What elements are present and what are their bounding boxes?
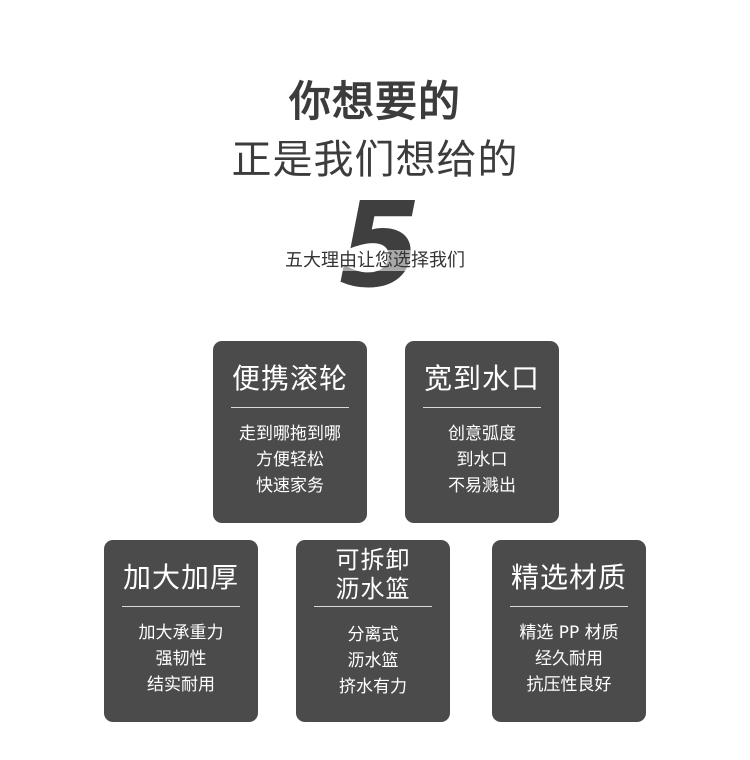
card-line: 加大承重力: [138, 623, 224, 643]
headline-secondary: 正是我们想给的: [231, 137, 519, 183]
feature-card-wheels: 便携滚轮 走到哪拖到哪 方便轻松 快速家务: [213, 341, 367, 523]
card-body: 走到哪拖到哪 方便轻松 快速家务: [213, 421, 367, 499]
card-line: 走到哪拖到哪: [239, 424, 341, 444]
card-title-line: 沥水篮: [335, 575, 411, 603]
card-line: 结实耐用: [147, 675, 215, 695]
card-divider: [122, 606, 240, 607]
headline-primary: 你想要的: [288, 77, 461, 126]
card-divider: [231, 407, 349, 408]
card-line: 挤水有力: [339, 677, 407, 697]
card-line: 经久耐用: [535, 649, 603, 669]
card-title: 精选材质: [510, 561, 627, 594]
card-line: 强韧性: [155, 649, 207, 669]
reason-caption-text: 五大理由让您选择我们: [283, 250, 467, 271]
card-title-line: 可拆卸: [335, 546, 411, 574]
card-divider: [423, 407, 541, 408]
card-line: 精选 PP 材质: [519, 623, 619, 643]
feature-card-spout: 宽到水口 创意弧度 到水口 不易溅出: [405, 341, 559, 523]
card-body: 创意弧度 到水口 不易溅出: [405, 421, 559, 499]
big-number-five: 5: [338, 176, 422, 314]
card-divider: [510, 606, 628, 607]
card-title: 便携滚轮: [231, 362, 348, 395]
feature-card-thickened: 加大加厚 加大承重力 强韧性 结实耐用: [104, 540, 258, 722]
feature-card-material: 精选材质 精选 PP 材质 经久耐用 抗压性良好: [492, 540, 646, 722]
feature-card-basket: 可拆卸 沥水篮 分离式 沥水篮 挤水有力: [296, 540, 450, 722]
card-line: 抗压性良好: [526, 675, 612, 695]
card-line: 方便轻松: [256, 450, 324, 470]
card-line: 到水口: [456, 450, 508, 470]
card-title: 可拆卸 沥水篮: [296, 546, 450, 604]
card-body: 分离式 沥水篮 挤水有力: [296, 622, 450, 700]
card-title: 加大加厚: [122, 561, 239, 594]
card-line: 分离式: [347, 625, 399, 645]
card-title: 宽到水口: [423, 362, 540, 395]
card-line: 不易溅出: [448, 476, 516, 496]
card-divider: [314, 606, 432, 607]
reason-caption: 五大理由让您选择我们: [0, 248, 750, 274]
card-body: 加大承重力 强韧性 结实耐用: [104, 620, 258, 698]
card-line: 创意弧度: [448, 424, 516, 444]
card-line: 快速家务: [256, 476, 324, 496]
card-body: 精选 PP 材质 经久耐用 抗压性良好: [492, 620, 646, 698]
card-line: 沥水篮: [347, 651, 399, 671]
